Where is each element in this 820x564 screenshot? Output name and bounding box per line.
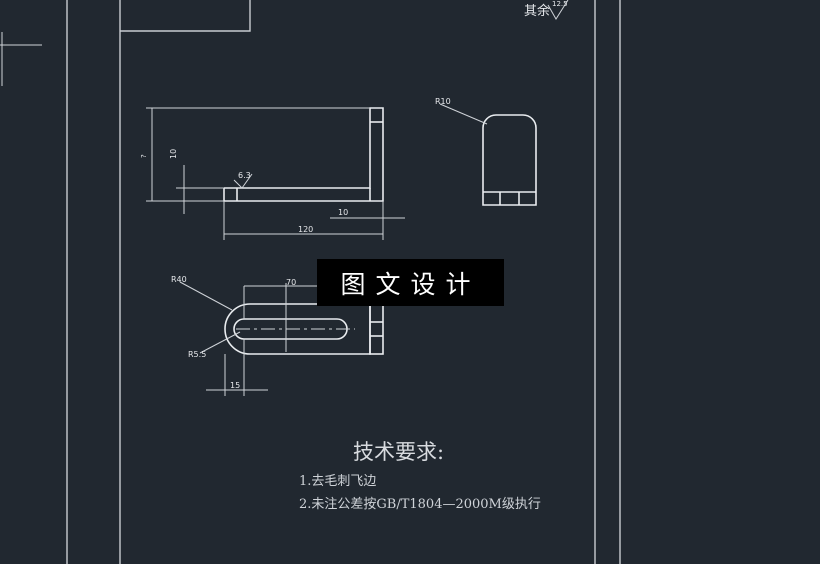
side-view: R10 <box>435 97 537 206</box>
leader-slot-radius <box>199 331 241 354</box>
front-view: ? 10 6.3 120 10 <box>140 107 405 240</box>
qita-roughness-value: 12.5 <box>552 0 568 8</box>
watermark-banner: 图文设计 <box>317 259 504 306</box>
dim-text-end: 10 <box>338 208 348 217</box>
top-view-outline <box>224 303 371 355</box>
top-view-slot <box>233 318 348 340</box>
top-view: 70 R40 R5.5 15 <box>171 275 384 396</box>
dim-text-offset: 15 <box>230 381 240 390</box>
dim-text-length: 120 <box>298 225 313 234</box>
slot-radius-label: R5.5 <box>188 350 206 359</box>
roughness-value-front: 6.3 <box>238 171 251 180</box>
dim-text-height: ? <box>140 154 148 158</box>
dim-text-thickness: 10 <box>169 149 178 159</box>
qita-label: 其余 <box>524 3 550 19</box>
dim-text-slot: 70 <box>286 278 296 287</box>
roughness-symbol-front <box>233 173 253 189</box>
top-radius-label: R40 <box>171 275 187 284</box>
leader-radius-top <box>179 281 233 311</box>
side-view-outline <box>482 114 537 206</box>
tech-requirements-title: 技术要求: <box>353 440 444 464</box>
side-radius-label: R10 <box>435 97 451 106</box>
front-view-outline <box>223 107 384 202</box>
tech-requirement-2: 2.未注公差按GB/T1804—2000M级执行 <box>299 497 541 512</box>
top-view-flange <box>369 303 384 355</box>
roughness-symbol-general <box>547 0 569 20</box>
title-box-corner <box>120 0 251 32</box>
leader-radius-side <box>439 103 488 125</box>
tech-requirement-1: 1.去毛刺飞边 <box>299 474 376 489</box>
